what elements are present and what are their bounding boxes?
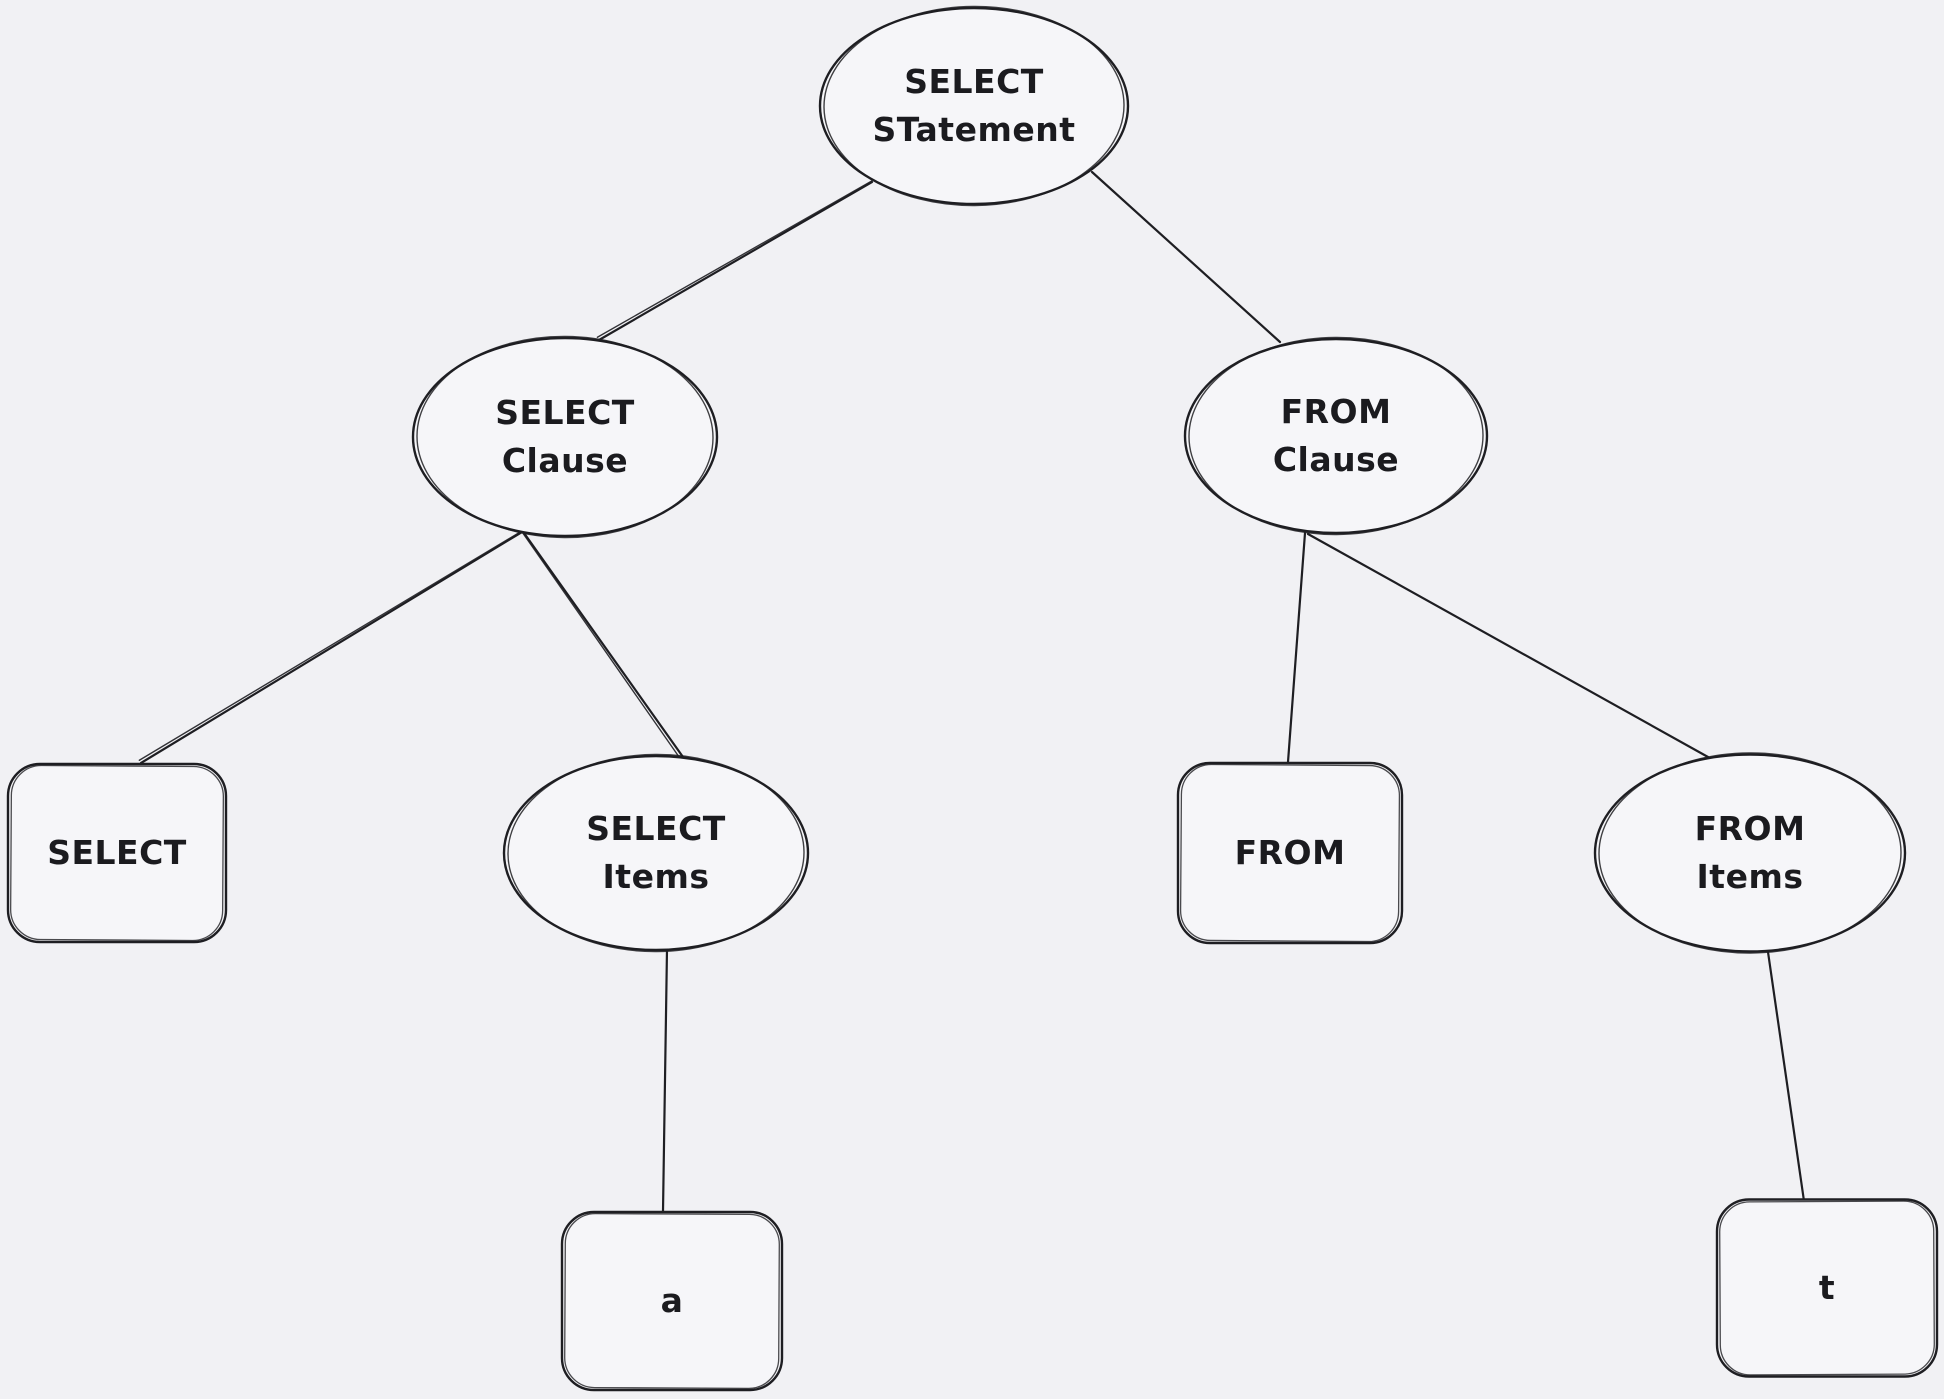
edge-select-statement--select-clause[interactable] (596, 180, 874, 342)
edge-select-clause--select-keyword[interactable] (138, 530, 524, 765)
node-select-keyword[interactable] (6, 762, 228, 944)
edge-from-items--item-t[interactable] (1766, 950, 1806, 1203)
node-from-keyword[interactable] (1176, 761, 1404, 945)
node-from-items[interactable] (1593, 752, 1907, 954)
edge-from-clause--from-keyword[interactable] (1286, 531, 1307, 764)
edge-select-items--item-a[interactable] (661, 947, 669, 1213)
node-item-a[interactable] (560, 1210, 784, 1392)
edge-select-statement--from-clause[interactable] (1090, 170, 1282, 344)
node-item-t[interactable] (1715, 1198, 1939, 1378)
node-from-clause[interactable] (1183, 336, 1489, 536)
node-select-clause[interactable] (411, 335, 719, 539)
edge-select-clause--select-items[interactable] (522, 531, 685, 760)
node-select-statement[interactable] (818, 5, 1130, 207)
node-select-items[interactable] (502, 753, 810, 953)
edge-from-clause--from-items[interactable] (1306, 532, 1710, 759)
